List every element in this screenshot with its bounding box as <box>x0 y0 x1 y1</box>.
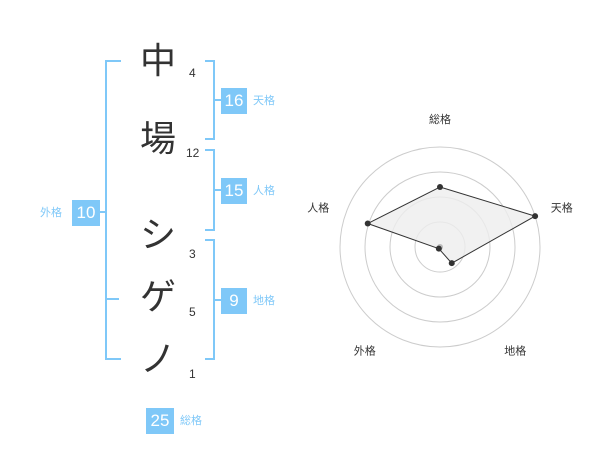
tenkaku-value: 16 <box>221 88 247 114</box>
radar-grid-ring <box>339 146 541 348</box>
soukaku-value: 25 <box>146 408 174 434</box>
jinkaku-value: 15 <box>221 178 247 204</box>
stroke-count-5: 1 <box>189 367 196 381</box>
gaikaku-label: 外格 <box>40 206 62 219</box>
radar-axis-label-5: 人格 <box>307 200 329 214</box>
stroke-count-1: 4 <box>189 66 196 80</box>
chikaku-value: 9 <box>221 288 247 314</box>
gaikaku-bracket-divider <box>105 298 119 300</box>
gaikaku-bracket-connector <box>100 211 106 213</box>
name-char-1: 中 <box>139 41 176 82</box>
stroke-count-3: 3 <box>189 247 196 261</box>
name-char-5: ノ <box>139 339 176 380</box>
radar-axis-label-3: 地格 <box>504 344 526 358</box>
radar-point-2 <box>532 213 539 220</box>
jinkaku-connector <box>213 189 221 191</box>
gaikaku-bracket <box>105 60 121 360</box>
soukaku-label: 総格 <box>180 414 202 427</box>
radar-axis-label-4: 外格 <box>354 344 376 358</box>
radar-axis-label-1: 総格 <box>429 112 451 126</box>
radar-point-4 <box>435 245 442 252</box>
name-char-4: ゲ <box>139 277 176 318</box>
stroke-count-4: 5 <box>189 305 196 319</box>
jinkaku-label: 人格 <box>253 184 275 197</box>
name-char-3: シ <box>139 215 176 256</box>
radar-axis-label-2: 天格 <box>551 200 573 214</box>
chikaku-label: 地格 <box>253 294 275 307</box>
radar-grid-ring <box>364 171 516 323</box>
radar-series-area <box>366 186 537 264</box>
chikaku-connector <box>213 299 221 301</box>
stroke-count-2: 12 <box>186 146 200 160</box>
tenkaku-connector <box>213 99 221 101</box>
radar-point-3 <box>448 260 455 267</box>
name-char-2: 場 <box>139 119 176 160</box>
radar-point-1 <box>437 184 443 190</box>
gaikaku-value: 10 <box>72 200 100 226</box>
radar-point-5 <box>364 220 371 227</box>
tenkaku-label: 天格 <box>253 94 275 107</box>
